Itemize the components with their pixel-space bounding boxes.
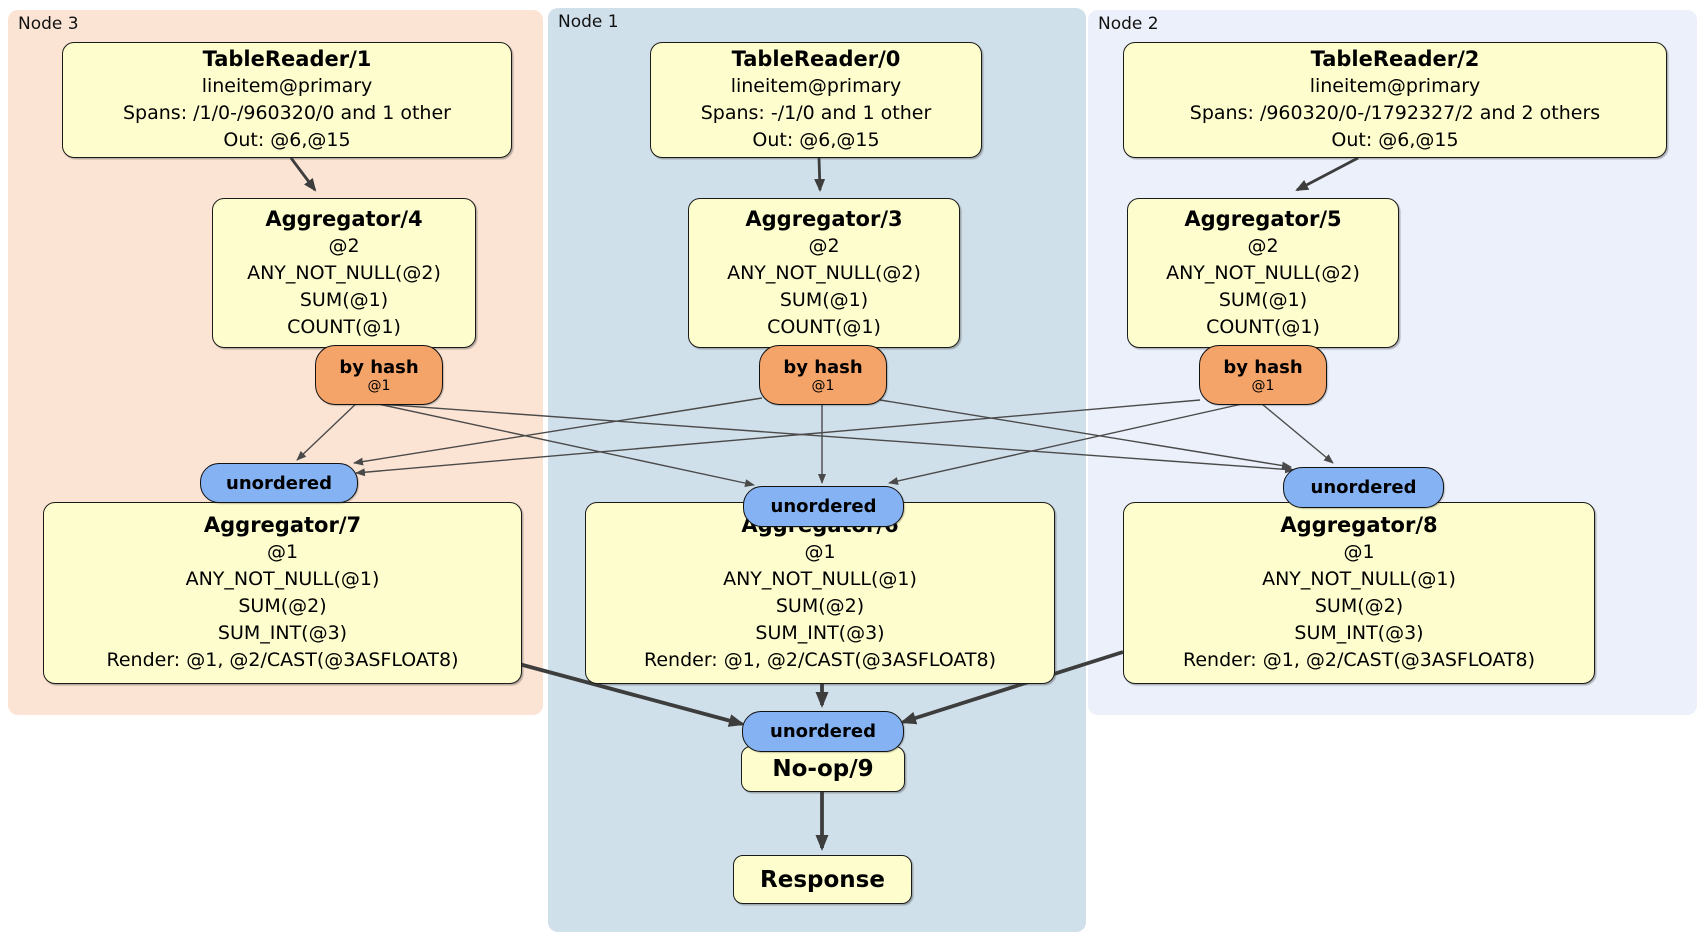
aggregator-6-box: Aggregator/6 @1 ANY_NOT_NULL(@1) SUM(@2)… <box>585 502 1055 684</box>
aggregator-6-fn2: SUM(@2) <box>775 595 865 617</box>
aggregator-5-box: Aggregator/5 @2 ANY_NOT_NULL(@2) SUM(@1)… <box>1127 198 1399 348</box>
aggregator-5-fn1: ANY_NOT_NULL(@2) <box>1166 261 1360 284</box>
aggregator-6-group: @1 <box>804 541 836 563</box>
tablereader-1-title: TableReader/1 <box>202 47 372 71</box>
aggregator-3-fn3: COUNT(@1) <box>767 315 881 338</box>
aggregator-8-title: Aggregator/8 <box>1280 513 1438 537</box>
aggregator-5-fn3: COUNT(@1) <box>1206 315 1320 338</box>
aggregator-3-fn2: SUM(@1) <box>779 288 869 311</box>
node3-region-label: Node 3 <box>18 14 79 34</box>
tablereader-2-box: TableReader/2 lineitem@primary Spans: /9… <box>1123 42 1667 158</box>
node2-hash-router-detail: @1 <box>1251 377 1275 394</box>
aggregator-8-group: @1 <box>1343 541 1375 563</box>
aggregator-5-group: @2 <box>1247 234 1279 257</box>
final-unordered-sync: unordered <box>742 711 904 752</box>
tablereader-1-out: Out: @6,@15 <box>223 129 351 151</box>
aggregator-6-render: Render: @1, @2/CAST(@3ASFLOAT8) <box>644 649 996 671</box>
response-label: Response <box>760 866 885 893</box>
aggregator-8-fn3: SUM_INT(@3) <box>1294 622 1424 644</box>
tablereader-0-box: TableReader/0 lineitem@primary Spans: -/… <box>650 42 982 158</box>
aggregator-4-group: @2 <box>328 234 360 257</box>
aggregator-7-box: Aggregator/7 @1 ANY_NOT_NULL(@1) SUM(@2)… <box>43 502 522 684</box>
noop-9-label: No-op/9 <box>772 756 874 782</box>
aggregator-4-fn3: COUNT(@1) <box>287 315 401 338</box>
node2-hash-router-label: by hash <box>1223 356 1303 378</box>
node1-unordered-sync: unordered <box>743 486 904 527</box>
aggregator-3-box: Aggregator/3 @2 ANY_NOT_NULL(@2) SUM(@1)… <box>688 198 960 348</box>
aggregator-3-group: @2 <box>808 234 840 257</box>
aggregator-8-render: Render: @1, @2/CAST(@3ASFLOAT8) <box>1183 649 1535 671</box>
tablereader-1-spans: Spans: /1/0-/960320/0 and 1 other <box>123 102 451 124</box>
node2-unordered-sync-label: unordered <box>1310 477 1417 498</box>
tablereader-2-title: TableReader/2 <box>1310 47 1480 71</box>
node2-region-label: Node 2 <box>1098 14 1159 34</box>
node2-hash-router: by hash @1 <box>1199 345 1327 405</box>
response-box: Response <box>733 855 912 904</box>
noop-9-box: No-op/9 <box>741 746 905 792</box>
node1-region-label: Node 1 <box>558 12 619 32</box>
node3-hash-router-label: by hash <box>339 356 419 378</box>
tablereader-0-spans: Spans: -/1/0 and 1 other <box>700 102 932 124</box>
tablereader-2-spans: Spans: /960320/0-/1792327/2 and 2 others <box>1189 102 1601 124</box>
aggregator-4-box: Aggregator/4 @2 ANY_NOT_NULL(@2) SUM(@1)… <box>212 198 476 348</box>
aggregator-6-fn1: ANY_NOT_NULL(@1) <box>723 568 917 590</box>
aggregator-7-render: Render: @1, @2/CAST(@3ASFLOAT8) <box>106 649 459 671</box>
tablereader-2-index: lineitem@primary <box>1309 75 1481 97</box>
aggregator-7-title: Aggregator/7 <box>203 513 362 537</box>
tablereader-0-out: Out: @6,@15 <box>752 129 880 151</box>
aggregator-7-fn1: ANY_NOT_NULL(@1) <box>185 568 380 590</box>
aggregator-5-fn2: SUM(@1) <box>1218 288 1308 311</box>
node3-hash-router-detail: @1 <box>367 377 391 394</box>
aggregator-4-fn1: ANY_NOT_NULL(@2) <box>247 261 441 284</box>
node1-hash-router: by hash @1 <box>759 345 887 405</box>
aggregator-4-title: Aggregator/4 <box>265 206 423 231</box>
tablereader-1-index: lineitem@primary <box>201 75 373 97</box>
node1-hash-router-detail: @1 <box>811 377 835 394</box>
aggregator-7-fn2: SUM(@2) <box>238 595 327 617</box>
node3-unordered-sync-label: unordered <box>226 472 332 494</box>
final-unordered-sync-label: unordered <box>770 721 876 742</box>
aggregator-7-fn3: SUM_INT(@3) <box>217 622 348 644</box>
aggregator-4-fn2: SUM(@1) <box>299 288 389 311</box>
aggregator-3-title: Aggregator/3 <box>745 206 903 231</box>
aggregator-7-group: @1 <box>266 541 299 563</box>
aggregator-5-title: Aggregator/5 <box>1184 206 1342 231</box>
tablereader-0-title: TableReader/0 <box>731 47 901 71</box>
aggregator-3-fn1: ANY_NOT_NULL(@2) <box>727 261 921 284</box>
tablereader-2-out: Out: @6,@15 <box>1331 129 1459 151</box>
node3-unordered-sync: unordered <box>200 463 358 503</box>
node2-unordered-sync: unordered <box>1283 467 1444 508</box>
tablereader-1-box: TableReader/1 lineitem@primary Spans: /1… <box>62 42 512 158</box>
aggregator-8-box: Aggregator/8 @1 ANY_NOT_NULL(@1) SUM(@2)… <box>1123 502 1595 684</box>
node1-hash-router-label: by hash <box>783 356 863 378</box>
node3-hash-router: by hash @1 <box>315 345 443 405</box>
aggregator-8-fn2: SUM(@2) <box>1314 595 1404 617</box>
node1-unordered-sync-label: unordered <box>770 496 877 517</box>
aggregator-8-fn1: ANY_NOT_NULL(@1) <box>1262 568 1456 590</box>
tablereader-0-index: lineitem@primary <box>730 75 902 97</box>
aggregator-6-fn3: SUM_INT(@3) <box>755 622 885 644</box>
